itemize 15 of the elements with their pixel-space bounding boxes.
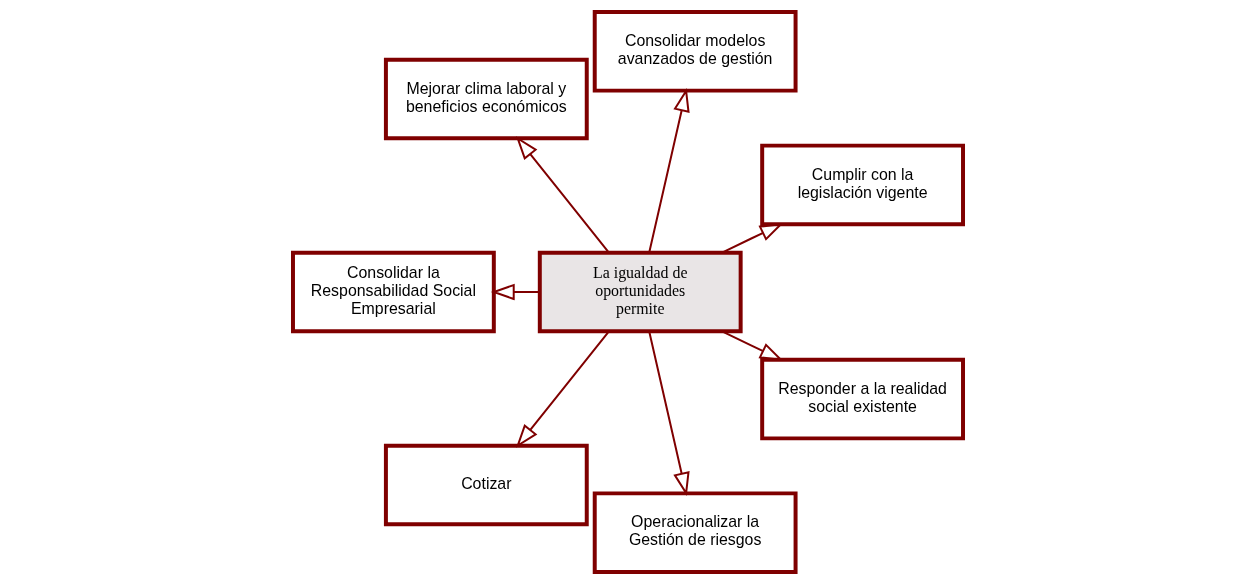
arrow <box>721 222 784 254</box>
arrow <box>515 330 610 448</box>
node-box: Consolidar la Responsabilidad Social Empresarial <box>291 250 496 334</box>
arrow <box>648 87 690 254</box>
node-box: Cumplir con la legislación vigente <box>760 143 965 227</box>
node-box: Responder a la realidad social existente <box>760 357 965 441</box>
node-box: Cotizar <box>383 443 589 527</box>
node-box: La igualdad de oportunidades permite <box>537 250 743 334</box>
node-box: Consolidar modelos avanzados de gestión <box>592 10 798 93</box>
arrow <box>721 330 784 362</box>
node-box: Operacionalizar la Gestión de riesgos <box>592 491 798 574</box>
arrow <box>515 136 610 254</box>
arrow <box>490 283 541 301</box>
node-box: Mejorar clima laboral y beneficios económicos <box>383 57 589 141</box>
arrow <box>648 330 690 497</box>
